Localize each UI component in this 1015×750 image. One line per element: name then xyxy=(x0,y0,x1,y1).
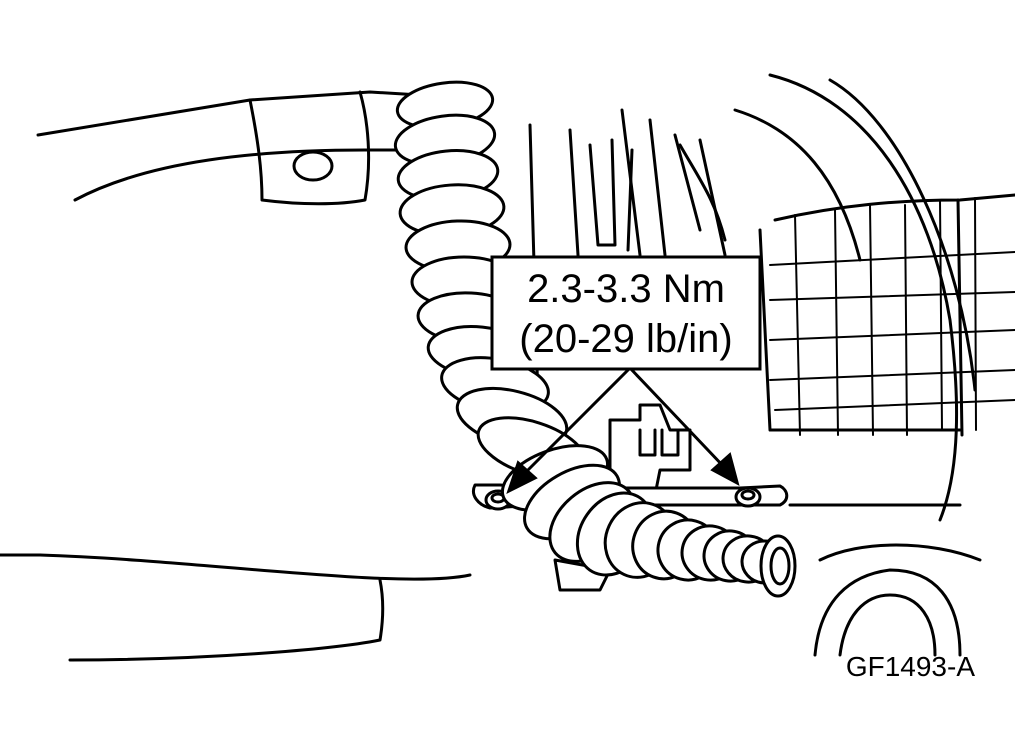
torque-value-metric: 2.3-3.3 Nm xyxy=(527,267,725,311)
lower-panel xyxy=(788,503,982,657)
bolt-right xyxy=(734,486,762,508)
arrowhead-left xyxy=(506,460,538,494)
torque-callout-box xyxy=(490,255,762,371)
vent-grid xyxy=(769,197,1015,437)
body-panel xyxy=(0,90,472,662)
arrowhead-right xyxy=(710,452,740,486)
mounting-tab xyxy=(248,90,371,206)
torque-callout: 2.3-3.3 Nm (20-29 lb/in) xyxy=(490,255,762,371)
figure-id: GF1493-A xyxy=(846,651,975,682)
torque-value-imperial: (20-29 lb/in) xyxy=(519,317,732,361)
harness-conduit-lower xyxy=(500,444,797,598)
leader-arrows xyxy=(506,366,740,494)
